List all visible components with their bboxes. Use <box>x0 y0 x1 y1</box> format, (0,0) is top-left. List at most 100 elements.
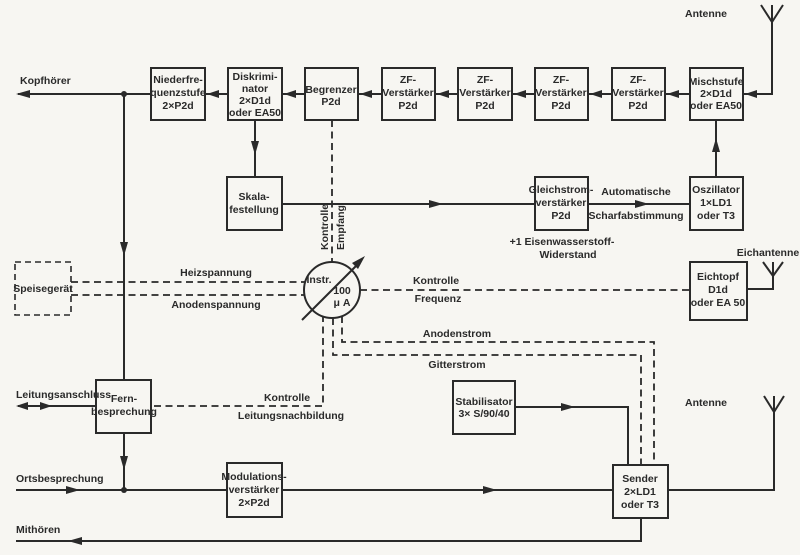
arrow-stab-sender <box>561 403 575 411</box>
arrow-mithoeren <box>68 537 82 545</box>
arrow-zf4 <box>667 90 679 98</box>
label-ortsbesprechung: Ortsbesprechung <box>16 473 104 485</box>
label-anodenspannung: Anodenspannung <box>171 299 260 311</box>
block-oszillator[interactable]: Oszillator 1×LD1 oder T3 <box>689 176 744 231</box>
svg-text:Begrenzer: Begrenzer <box>305 84 356 96</box>
label-kontrolle-frequenz-2: Frequenz <box>415 293 462 305</box>
arrow-misch <box>745 90 757 98</box>
label-kontrolle-leitung-2: Leitungsnachbildung <box>238 410 344 422</box>
svg-text:nator: nator <box>242 83 268 95</box>
svg-text:ZF-: ZF- <box>630 74 647 86</box>
label-heizspannung: Heizspannung <box>180 267 252 279</box>
line-antenna-misch <box>743 18 773 95</box>
meter-instrument[interactable]: Instr. 100 μ A <box>301 256 365 321</box>
svg-text:besprechung: besprechung <box>91 406 157 418</box>
svg-text:P2d: P2d <box>551 210 570 222</box>
svg-text:ZF-: ZF- <box>400 74 417 86</box>
line-eichtopf-antenne <box>747 274 774 290</box>
svg-text:oder T3: oder T3 <box>621 499 659 511</box>
arrow-begr <box>360 90 372 98</box>
svg-text:2×P2d: 2×P2d <box>162 100 193 112</box>
svg-text:oder EA50: oder EA50 <box>690 100 742 112</box>
label-kontrolle-empfang-1: Kontrolle <box>319 204 331 250</box>
block-speisegeraet[interactable]: Speisegerät <box>13 261 73 316</box>
svg-text:ZF-: ZF- <box>553 74 570 86</box>
svg-text:P2d: P2d <box>551 100 570 112</box>
block-sender[interactable]: Sender 2×LD1 oder T3 <box>612 464 669 519</box>
line-sender-mithoeren <box>16 518 642 542</box>
block-fernbesprechung[interactable]: Fern- besprechung <box>91 379 157 434</box>
block-mischstufe[interactable]: Mischstufe 2×D1d oder EA50 <box>689 67 744 121</box>
svg-text:Verstärker: Verstärker <box>612 87 663 99</box>
block-zf-verstaerker-4[interactable]: ZF- Verstärker P2d <box>611 67 666 121</box>
label-kontrolle-leitung-1: Kontrolle <box>264 392 310 404</box>
dash-anodenstrom <box>341 316 655 465</box>
arrow-zf1 <box>437 90 449 98</box>
svg-text:P2d: P2d <box>321 96 340 108</box>
block-zf-verstaerker-3[interactable]: ZF- Verstärker P2d <box>534 67 589 121</box>
arrow-orts-right <box>66 486 80 494</box>
svg-text:Diskrimi-: Diskrimi- <box>233 71 278 83</box>
arrow-kopfhoerer <box>16 90 30 98</box>
label-kontrolle-frequenz-1: Kontrolle <box>413 275 459 287</box>
svg-text:Stabilisator: Stabilisator <box>455 396 512 408</box>
labels: Antenne Kopfhörer Kontrolle Empfang Auto… <box>16 8 799 536</box>
svg-text:Modulations-: Modulations- <box>221 471 287 483</box>
block-zf-verstaerker-2[interactable]: ZF- Verstärker P2d <box>457 67 513 121</box>
label-scharfabstimmung: Scharfabstimmung <box>588 210 683 222</box>
svg-text:ZF-: ZF- <box>477 74 494 86</box>
block-zf-verstaerker-1[interactable]: ZF- Verstärker P2d <box>381 67 436 121</box>
svg-text:Verstärker: Verstärker <box>535 87 586 99</box>
svg-text:Gleichstrom-: Gleichstrom- <box>529 184 594 196</box>
line-sender-antenne <box>668 410 775 491</box>
block-diskriminator[interactable]: Diskrimi- nator 2×D1d oder EA50 <box>227 67 283 121</box>
svg-text:quenzstufe: quenzstufe <box>150 87 206 99</box>
antenna-icon-bottom <box>763 395 785 414</box>
svg-text:oder T3: oder T3 <box>697 210 735 222</box>
arrow-leitung-left <box>16 402 28 410</box>
block-gleichstromverstaerker[interactable]: Gleichstrom- verstärker P2d <box>529 176 594 231</box>
svg-text:3× S/90/40: 3× S/90/40 <box>458 408 509 420</box>
svg-text:verstärker: verstärker <box>536 197 587 209</box>
svg-text:2×D1d: 2×D1d <box>239 95 271 107</box>
svg-text:Fern-: Fern- <box>111 393 138 405</box>
block-eichtopf[interactable]: Eichtopf D1d oder EA 50 <box>689 261 748 321</box>
block-begrenzer[interactable]: Begrenzer P2d <box>304 67 359 121</box>
svg-text:P2d: P2d <box>475 100 494 112</box>
svg-text:Sender: Sender <box>622 473 658 485</box>
arrow-diskr-down <box>251 141 259 155</box>
svg-text:Speisegerät: Speisegerät <box>13 283 73 295</box>
block-modulationsverstaerker[interactable]: Modulations- verstärker 2×P2d <box>221 462 287 518</box>
arrow-mod-sender <box>483 486 497 494</box>
meter-needle-arrowhead <box>352 256 365 269</box>
svg-text:Oszillator: Oszillator <box>692 184 740 196</box>
label-antenne-bottom: Antenne <box>685 397 727 409</box>
block-niederfrequenzstufe[interactable]: Niederfre- quenzstufe 2×P2d <box>150 67 206 121</box>
svg-text:1×LD1: 1×LD1 <box>700 197 732 209</box>
junction-dot-bottom <box>121 487 127 493</box>
svg-text:μ A: μ A <box>334 297 351 309</box>
antenna-icon-top <box>760 4 784 24</box>
svg-text:oder EA50: oder EA50 <box>229 107 281 119</box>
svg-text:P2d: P2d <box>628 100 647 112</box>
control-lines <box>71 120 690 465</box>
line-stab-sender <box>515 406 629 465</box>
svg-text:Instr.: Instr. <box>306 274 331 286</box>
arrow-fern-down <box>120 456 128 470</box>
block-skalafestellung[interactable]: Skala- festellung <box>226 176 283 231</box>
label-leitungsanschluss: Leitungsanschluss <box>16 389 111 401</box>
label-mithoeren: Mithören <box>16 524 60 536</box>
block-stabilisator[interactable]: Stabilisator 3× S/90/40 <box>452 380 516 435</box>
junction-dot-top <box>121 91 127 97</box>
arrow-osz-up <box>712 138 720 152</box>
svg-text:oder EA 50: oder EA 50 <box>691 297 746 309</box>
svg-text:2×D1d: 2×D1d <box>700 88 732 100</box>
arrow-nf <box>207 90 219 98</box>
svg-text:Eichtopf: Eichtopf <box>697 271 739 283</box>
label-eisenwasserstoff-2: Widerstand <box>539 249 596 261</box>
arrow-zf3 <box>590 90 602 98</box>
svg-text:Skala-: Skala- <box>239 191 270 203</box>
svg-text:Verstärker: Verstärker <box>382 87 433 99</box>
dash-gitterstrom <box>332 318 642 465</box>
arrow-zf2 <box>514 90 526 98</box>
